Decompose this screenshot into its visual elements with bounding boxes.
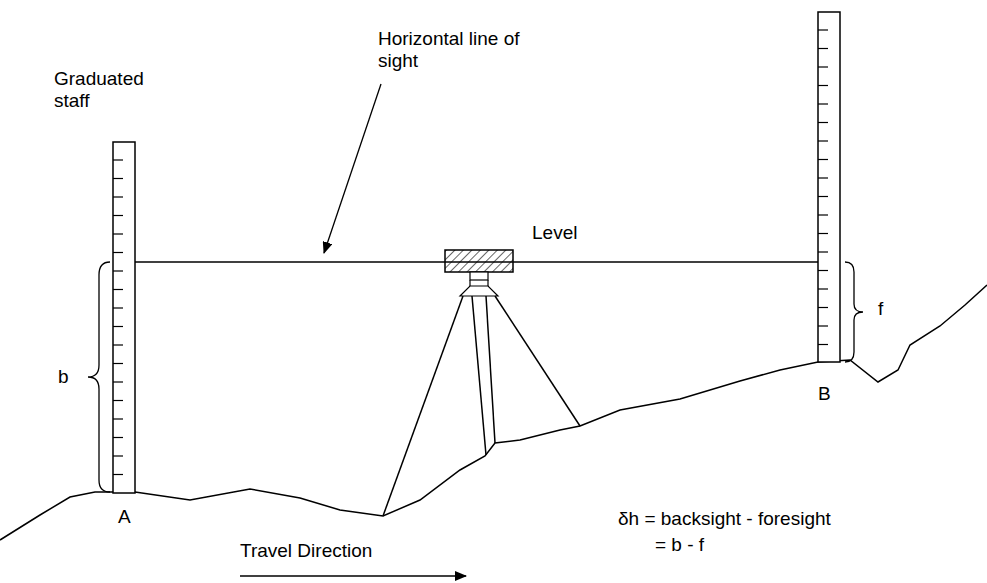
brace-f: [845, 262, 863, 362]
staff-a: [113, 142, 135, 493]
brace-label: b: [58, 366, 69, 388]
point-label: B: [818, 383, 831, 405]
tripod-plate: [460, 286, 498, 296]
brace-label: f: [878, 298, 883, 320]
staff-b: [818, 12, 840, 362]
brace-b: [88, 262, 110, 492]
staff-graduations: [113, 30, 828, 475]
tripod-head: [470, 272, 488, 280]
level-instrument: [445, 250, 513, 272]
direction-label: Travel Direction: [240, 540, 372, 562]
staff-label: Graduated staff: [54, 68, 149, 112]
formula-text: δh = backsight - foresight: [618, 508, 831, 530]
travel-arrow: [240, 575, 466, 577]
formula-text: = b - f: [655, 534, 704, 556]
point-label: A: [118, 506, 131, 528]
tripod-legs: [383, 296, 580, 516]
level-label: Level: [532, 222, 577, 244]
sight-line-label: Horizontal line of sight: [378, 28, 538, 72]
leader-arrow: [324, 84, 381, 253]
